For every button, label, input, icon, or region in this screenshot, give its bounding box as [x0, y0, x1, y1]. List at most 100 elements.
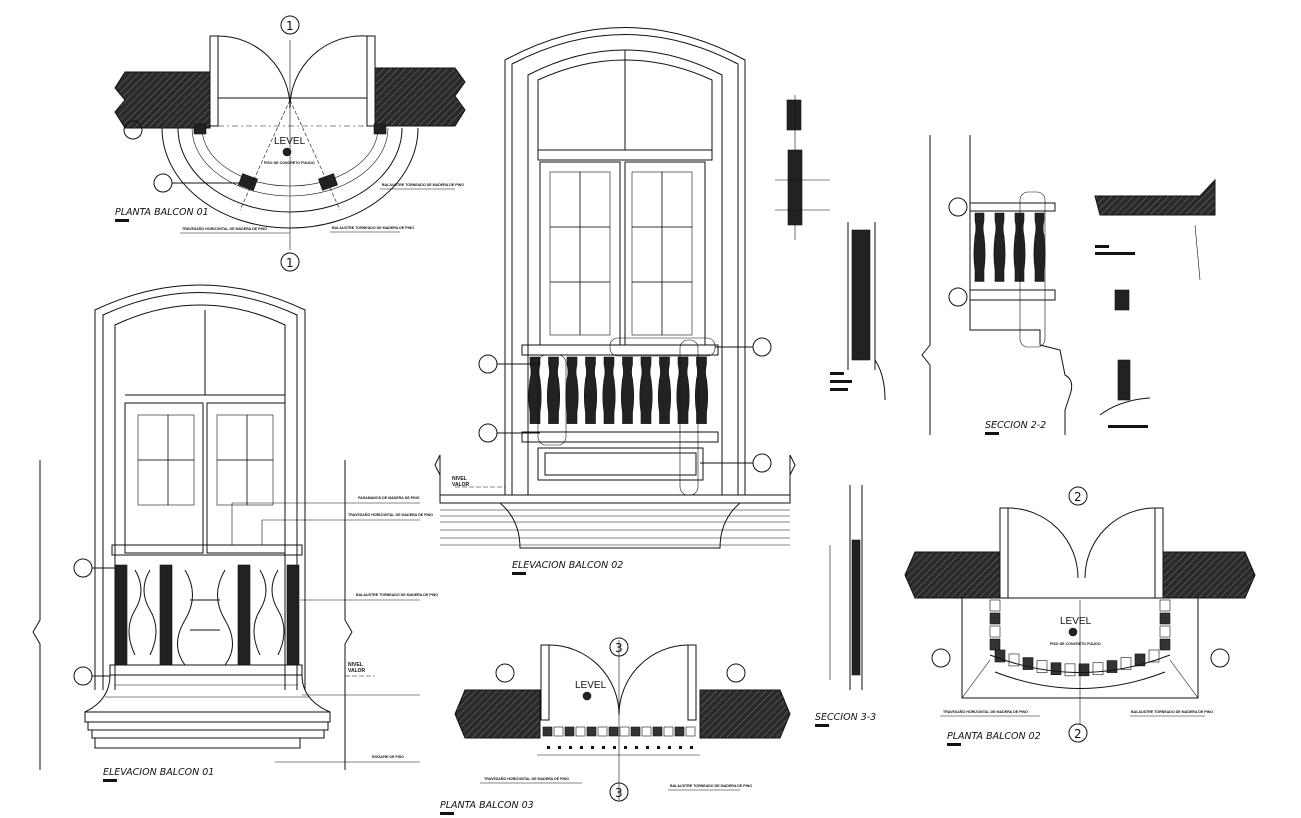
- planta-balcon-03: 3 3 LEVEL TRAVESAÑO HORIZONTAL DE MADERA…: [440, 637, 791, 815]
- baluster: [583, 356, 598, 424]
- block: [652, 726, 663, 737]
- elevacion-balcon-02: NIVEL VALOR ELEVACION BALCON 02: [434, 27, 796, 575]
- annotation: BALAUSTRE TORNEADO DE MADERA DE PINO: [382, 183, 464, 187]
- block: [1159, 625, 1171, 638]
- block: [641, 726, 652, 737]
- section-marker-label: 1: [286, 256, 294, 270]
- planta-balcon-02: 2 2 LEVEL PISO DE CONCRETO PULIDO TRAVES…: [904, 486, 1256, 746]
- annotation: BALAUSTRE TORNEADO DE MADERA DE PINO: [332, 226, 414, 230]
- section-marker-label: 2: [1074, 727, 1082, 741]
- block: [679, 746, 682, 749]
- title-elevacion-balcon-02: ELEVACION BALCON 02: [512, 560, 623, 571]
- annotation: RODAPIE DE PISO: [372, 755, 404, 759]
- balcony-blocks: [542, 726, 696, 749]
- annotation: BALAUSTRE TORNEADO DE MADERA DE PINO: [356, 593, 438, 597]
- title-seccion-2-2: SECCION 2-2: [985, 420, 1046, 431]
- block: [989, 625, 1001, 638]
- baluster: [694, 356, 709, 424]
- block: [657, 746, 660, 749]
- block: [1092, 662, 1104, 676]
- block: [989, 612, 1001, 625]
- section-marker-1-bottom: [280, 252, 300, 272]
- baluster: [528, 356, 542, 424]
- block: [630, 726, 641, 737]
- balusters: [973, 212, 1046, 282]
- block: [1078, 663, 1090, 677]
- baluster: [602, 356, 616, 424]
- elevacion-balcon-01: PASAMANOS DE MADERA DE PINO TRAVESAÑO HO…: [32, 284, 438, 782]
- balusters: [528, 356, 709, 424]
- block: [989, 599, 1001, 612]
- block: [597, 726, 608, 737]
- title-planta-balcon-03: PLANTA BALCON 03: [440, 800, 534, 811]
- annotation: PISO DE CONCRETO PULIDO: [1050, 642, 1101, 646]
- block: [624, 746, 627, 749]
- section-marker-label: 1: [286, 19, 294, 33]
- annotation: TRAVESAÑO HORIZONTAL DE MADERA DE PINO: [182, 226, 267, 231]
- block: [553, 726, 564, 737]
- block: [685, 726, 696, 737]
- baluster: [1013, 212, 1026, 282]
- block: [1159, 599, 1171, 612]
- block: [608, 726, 619, 737]
- baluster: [993, 212, 1006, 282]
- baluster: [639, 356, 653, 424]
- seccion-3-3: SECCION 3-3: [815, 485, 876, 727]
- level-marker-icon: [582, 691, 592, 701]
- annotation: TRAVESAÑO HORIZONTAL DE MADERA DE PINO: [484, 776, 569, 781]
- planta-balcon-01: 1 1 LEVEL PISO DE CONCRETO PULIDO TRAVES…: [114, 15, 466, 272]
- baluster: [546, 356, 561, 424]
- block: [542, 726, 553, 737]
- block: [646, 746, 649, 749]
- level-label: LEVEL: [575, 680, 607, 691]
- block: [1022, 657, 1034, 670]
- annotation: BALAUSTRE TORNEADO DE MADERA DE PINO: [670, 784, 752, 788]
- nivel-value: VALOR: [452, 482, 470, 488]
- annotation: TRAVESAÑO HORIZONTAL DE MADERA DE PINO: [348, 512, 433, 517]
- block: [575, 726, 586, 737]
- balcony-blocks: [989, 599, 1171, 677]
- block: [586, 726, 597, 737]
- block: [547, 746, 550, 749]
- annotation: PISO DE CONCRETO PULIDO: [264, 161, 315, 165]
- block: [1050, 662, 1062, 676]
- block: [1120, 657, 1132, 670]
- block: [619, 726, 630, 737]
- level-label: LEVEL: [1060, 616, 1092, 627]
- nivel-label: NIVEL: [348, 662, 363, 668]
- block: [1106, 660, 1118, 673]
- block: [1008, 653, 1020, 667]
- block: [668, 746, 671, 749]
- level-marker-icon: [1068, 627, 1078, 637]
- block: [635, 746, 638, 749]
- block: [591, 746, 594, 749]
- section-marker-label: 2: [1074, 490, 1082, 504]
- level-label: LEVEL: [274, 136, 306, 147]
- block: [1159, 638, 1171, 651]
- baluster: [1033, 212, 1046, 282]
- baluster: [973, 212, 986, 282]
- block: [1036, 660, 1048, 673]
- block: [569, 746, 572, 749]
- baluster: [657, 356, 672, 424]
- level-marker-icon: [282, 147, 292, 157]
- block: [580, 746, 583, 749]
- section-details: [775, 95, 886, 401]
- block: [613, 746, 616, 749]
- iron-railing: [114, 564, 300, 666]
- section-marker-label: 3: [615, 786, 623, 800]
- section-marker-1-top: [280, 15, 300, 35]
- block: [989, 638, 1001, 651]
- annotation: TRAVESAÑO HORIZONTAL DE MADERA DE PINO: [943, 709, 1028, 714]
- nivel-value: VALOR: [348, 668, 366, 674]
- title-planta-balcon-01: PLANTA BALCON 01: [115, 207, 209, 218]
- nivel-label: NIVEL: [452, 476, 467, 482]
- title-elevacion-balcon-01: ELEVACION BALCON 01: [103, 767, 214, 778]
- baluster: [620, 356, 635, 424]
- block: [663, 726, 674, 737]
- annotation: PASAMANOS DE MADERA DE PINO: [358, 496, 420, 500]
- seccion-2-2: SECCION 2-2: [921, 135, 1216, 435]
- section-marker-label: 3: [615, 641, 623, 655]
